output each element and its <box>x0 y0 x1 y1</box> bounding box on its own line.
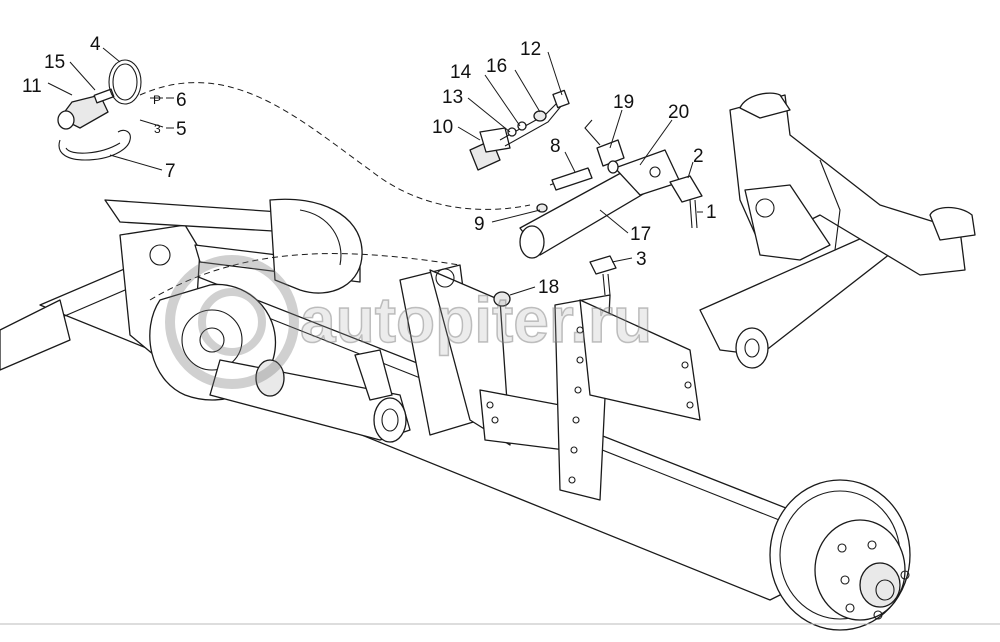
port-mark-3: 3 <box>154 122 161 136</box>
callout-13: 13 <box>442 87 463 108</box>
elbow-fitting <box>552 89 570 109</box>
callout-11: 11 <box>22 76 42 97</box>
valve-group <box>469 89 625 171</box>
axle-assembly <box>0 92 976 631</box>
pin-2 <box>669 175 703 203</box>
callout-8: 8 <box>550 136 561 157</box>
brake-drum-left <box>269 198 363 294</box>
callout-19: 19 <box>613 92 634 113</box>
callout-16: 16 <box>486 56 507 77</box>
upper-rod <box>104 199 291 233</box>
pins <box>493 175 703 307</box>
watermark: autopiter.ru <box>165 255 653 389</box>
callout-9: 9 <box>474 214 485 235</box>
brake-cylinder <box>519 149 681 259</box>
tee-fitting <box>596 139 625 167</box>
callout-10: 10 <box>432 117 453 138</box>
pin-3 <box>589 255 617 275</box>
callout-3: 3 <box>636 249 647 270</box>
bushing-18 <box>493 291 511 307</box>
watermark-text: autopiter.ru <box>300 284 652 356</box>
callout-14: 14 <box>450 62 472 83</box>
callout-20: 20 <box>668 102 689 123</box>
center-plate <box>479 389 566 451</box>
callout-17: 17 <box>630 224 651 245</box>
callout-15: 15 <box>44 52 65 73</box>
right-bracket <box>744 184 831 261</box>
callout-2: 2 <box>693 146 704 167</box>
drilled-plate-right <box>579 299 701 421</box>
trailing-arm-right <box>699 229 896 356</box>
callout-18: 18 <box>538 277 559 298</box>
chain-loop <box>58 129 131 161</box>
axle-stub-left <box>0 299 71 371</box>
coupling-head <box>57 59 142 161</box>
push-rod <box>551 167 593 191</box>
hub <box>859 562 901 608</box>
callout-6: 6 <box>176 90 187 111</box>
callout-12: 12 <box>520 39 541 60</box>
callout-labels: 11 15 4 6 5 7 12 14 16 13 10 19 20 8 2 1… <box>22 34 717 298</box>
seal-ring <box>108 59 142 105</box>
callout-1: 1 <box>706 202 717 223</box>
leader-lines <box>47 47 703 296</box>
callout-7: 7 <box>165 161 176 182</box>
air-hose <box>139 82 531 210</box>
port-mark-p: P <box>153 93 161 107</box>
callout-5: 5 <box>176 119 187 140</box>
callout-4: 4 <box>90 34 101 55</box>
